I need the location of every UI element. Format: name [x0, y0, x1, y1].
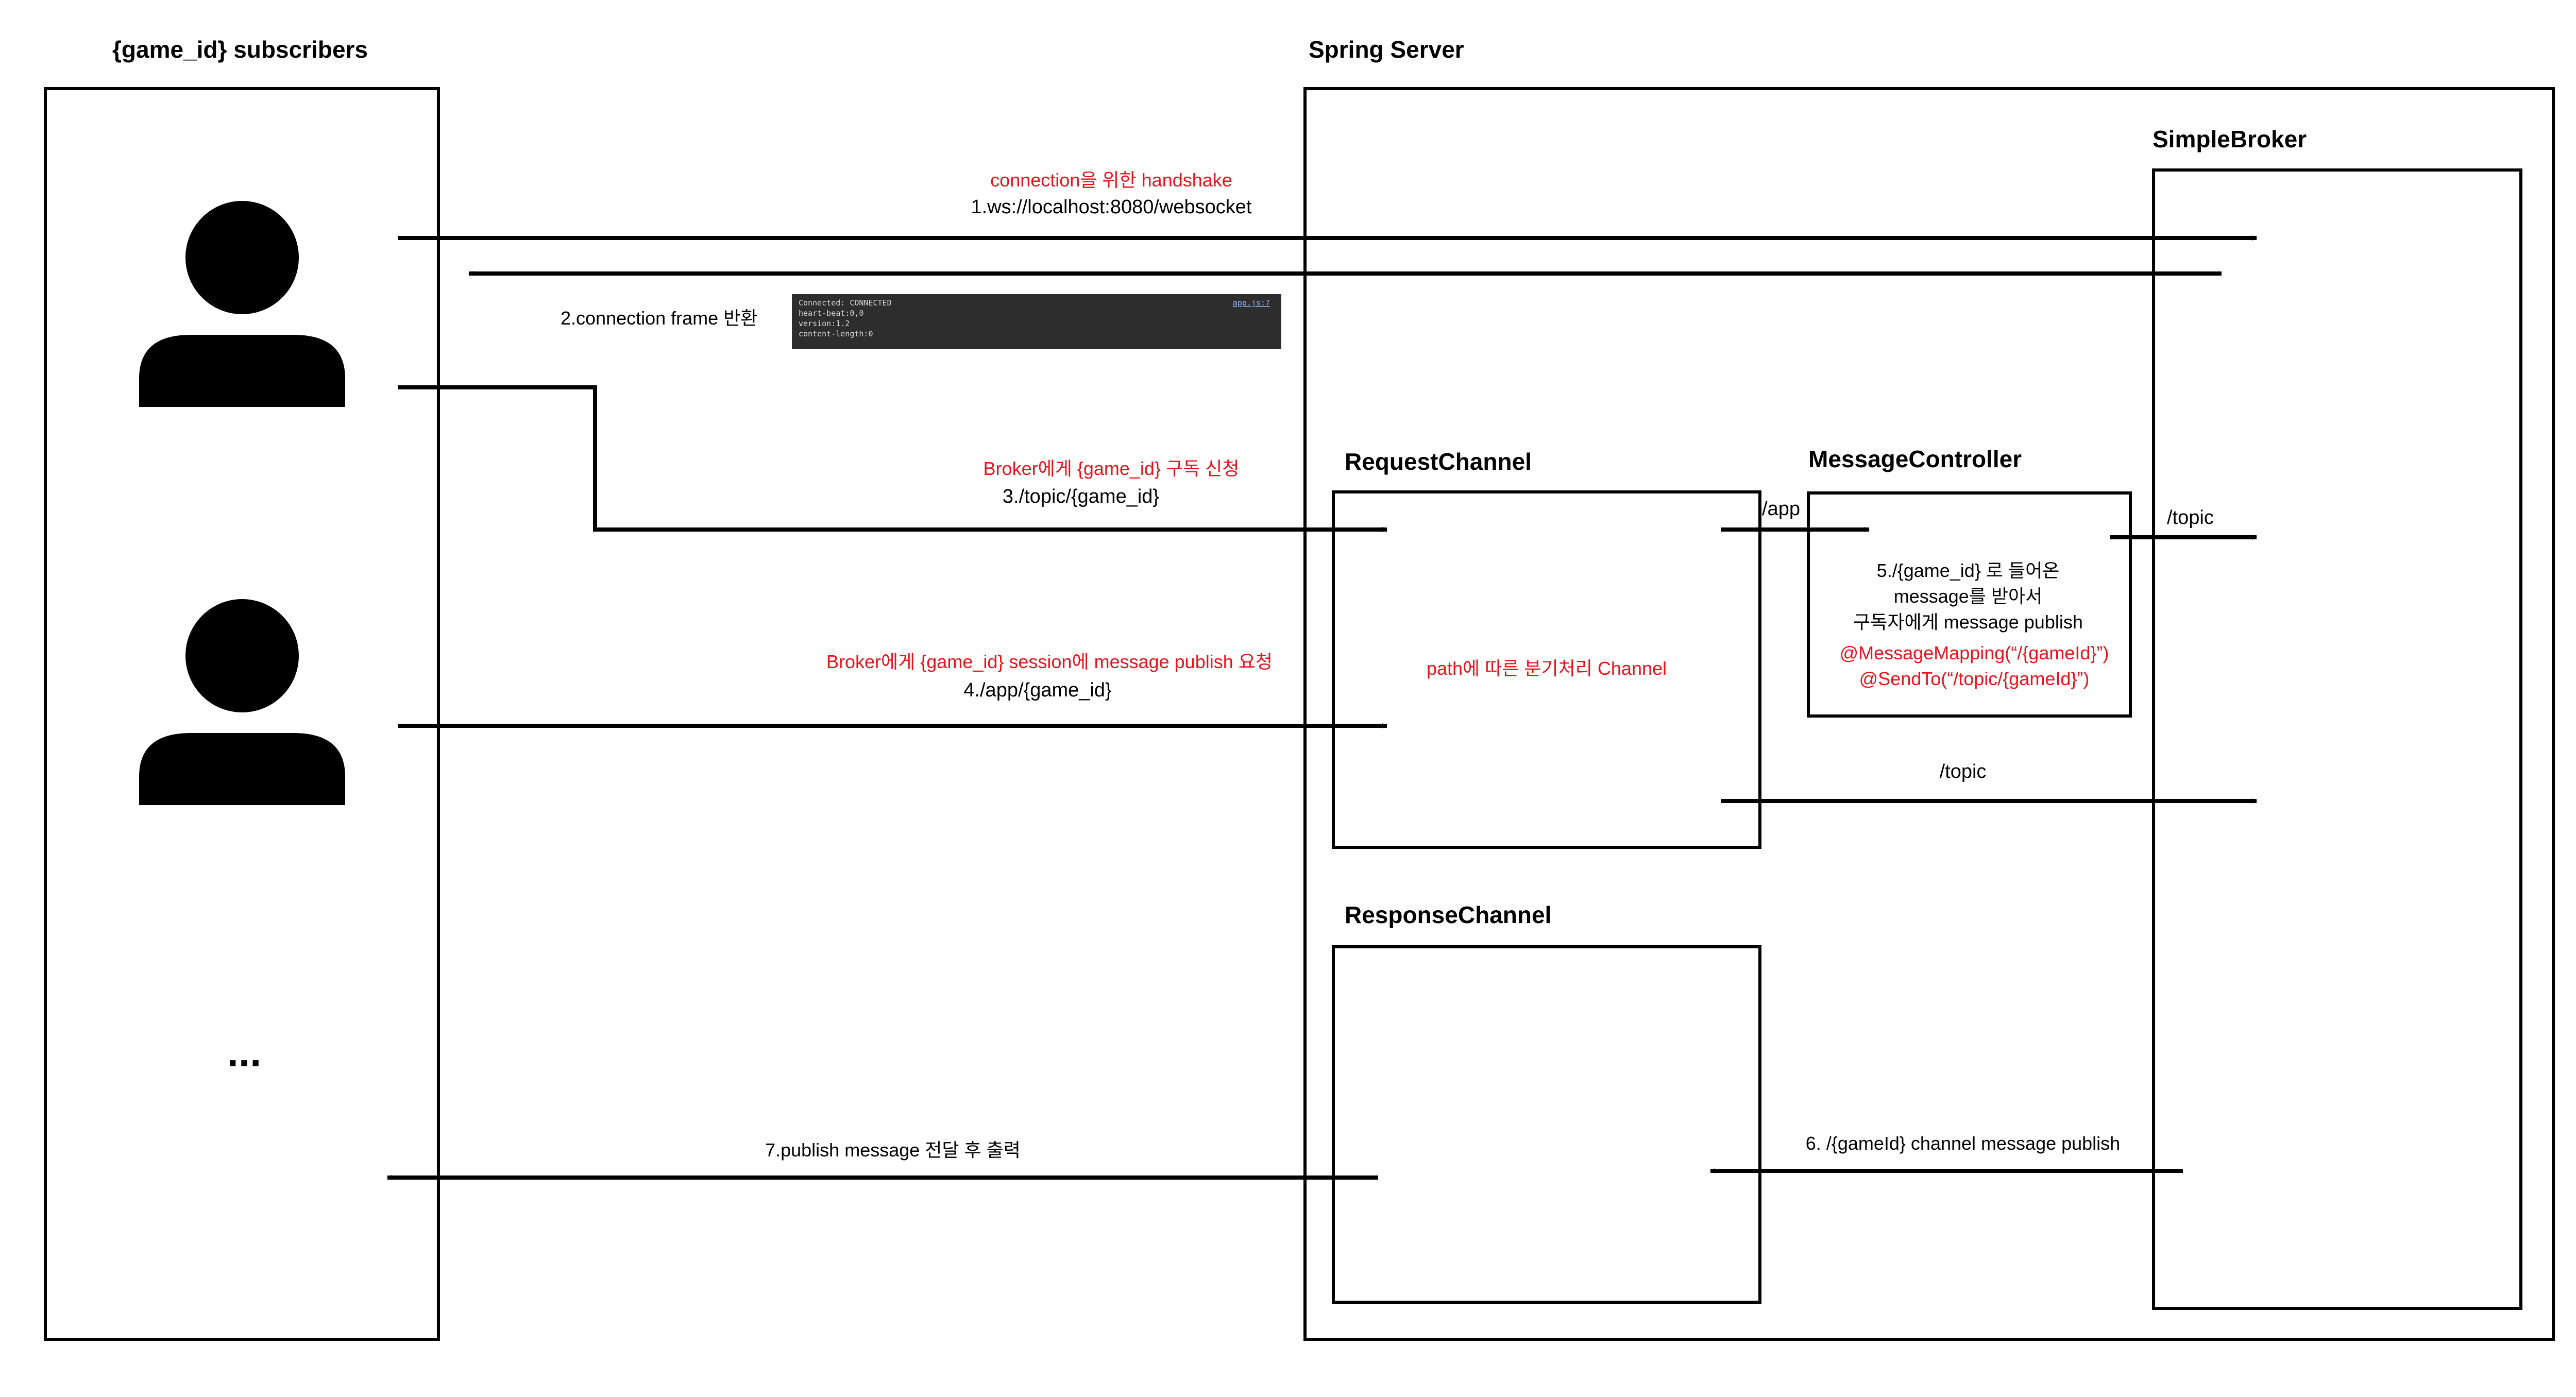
publish-note: Broker에게 {game_id} session에 message publ…	[826, 651, 1273, 672]
connection-frame-label: 2.connection frame 반환	[561, 308, 757, 329]
console-line: content-length:0	[799, 329, 873, 338]
console-line: version:1.2	[799, 319, 850, 328]
user-icon	[139, 201, 345, 407]
topic-route-label-lower: /topic	[1940, 761, 1987, 782]
console-output: Connected: CONNECTED heart-beat:0,0 vers…	[792, 294, 1281, 349]
message-controller-title: MessageController	[1808, 446, 2022, 472]
server-title: Spring Server	[1309, 36, 1464, 63]
more-subscribers-ellipsis: ...	[227, 1029, 262, 1075]
request-channel-note: path에 따른 분기처리 Channel	[1427, 658, 1667, 679]
publish-label: 4./app/{game_id}	[963, 679, 1111, 701]
simple-broker-box	[2152, 168, 2522, 1310]
request-channel-title: RequestChannel	[1345, 448, 1532, 475]
console-source-link[interactable]: app.js:7	[1233, 298, 1270, 308]
message-controller-box	[1807, 491, 2132, 718]
channel-publish-label: 6. /{gameId} channel message publish	[1806, 1133, 2120, 1154]
console-background	[792, 294, 1281, 349]
subscribers-panel	[44, 87, 440, 1341]
console-line: Connected: CONNECTED	[799, 298, 892, 308]
broker-title: SimpleBroker	[2153, 126, 2307, 152]
response-channel-box	[1332, 945, 1761, 1304]
controller-desc-line: 5./{game_id} 로 들어온	[1877, 560, 2060, 581]
controller-desc-line: 구독자에게 message publish	[1853, 611, 2083, 633]
subscribe-note: Broker에게 {game_id} 구독 신청	[984, 458, 1240, 479]
topic-route-label-upper: /topic	[2167, 507, 2214, 529]
user-icon	[139, 599, 345, 805]
console-line: heart-beat:0,0	[799, 309, 863, 318]
message-mapping-annotation: @MessageMapping(“/{gameId}”)	[1840, 642, 2109, 663]
controller-desc-line: message를 받아서	[1894, 586, 2043, 607]
output-label: 7.publish message 전달 후 출력	[765, 1139, 1021, 1161]
handshake-note: connection을 위한 handshake	[990, 169, 1232, 191]
handshake-label: 1.ws://localhost:8080/websocket	[971, 196, 1252, 218]
send-to-annotation: @SendTo(“/topic/{gameId}”)	[1859, 668, 2090, 689]
subscribers-title: {game_id} subscribers	[112, 36, 368, 63]
spring-server-panel	[1303, 87, 2555, 1341]
response-channel-title: ResponseChannel	[1345, 901, 1551, 928]
app-route-label: /app	[1762, 498, 1800, 520]
subscribe-arrow	[398, 385, 1387, 532]
request-channel-box	[1332, 490, 1761, 849]
subscribe-label: 3./topic/{game_id}	[1003, 486, 1159, 507]
